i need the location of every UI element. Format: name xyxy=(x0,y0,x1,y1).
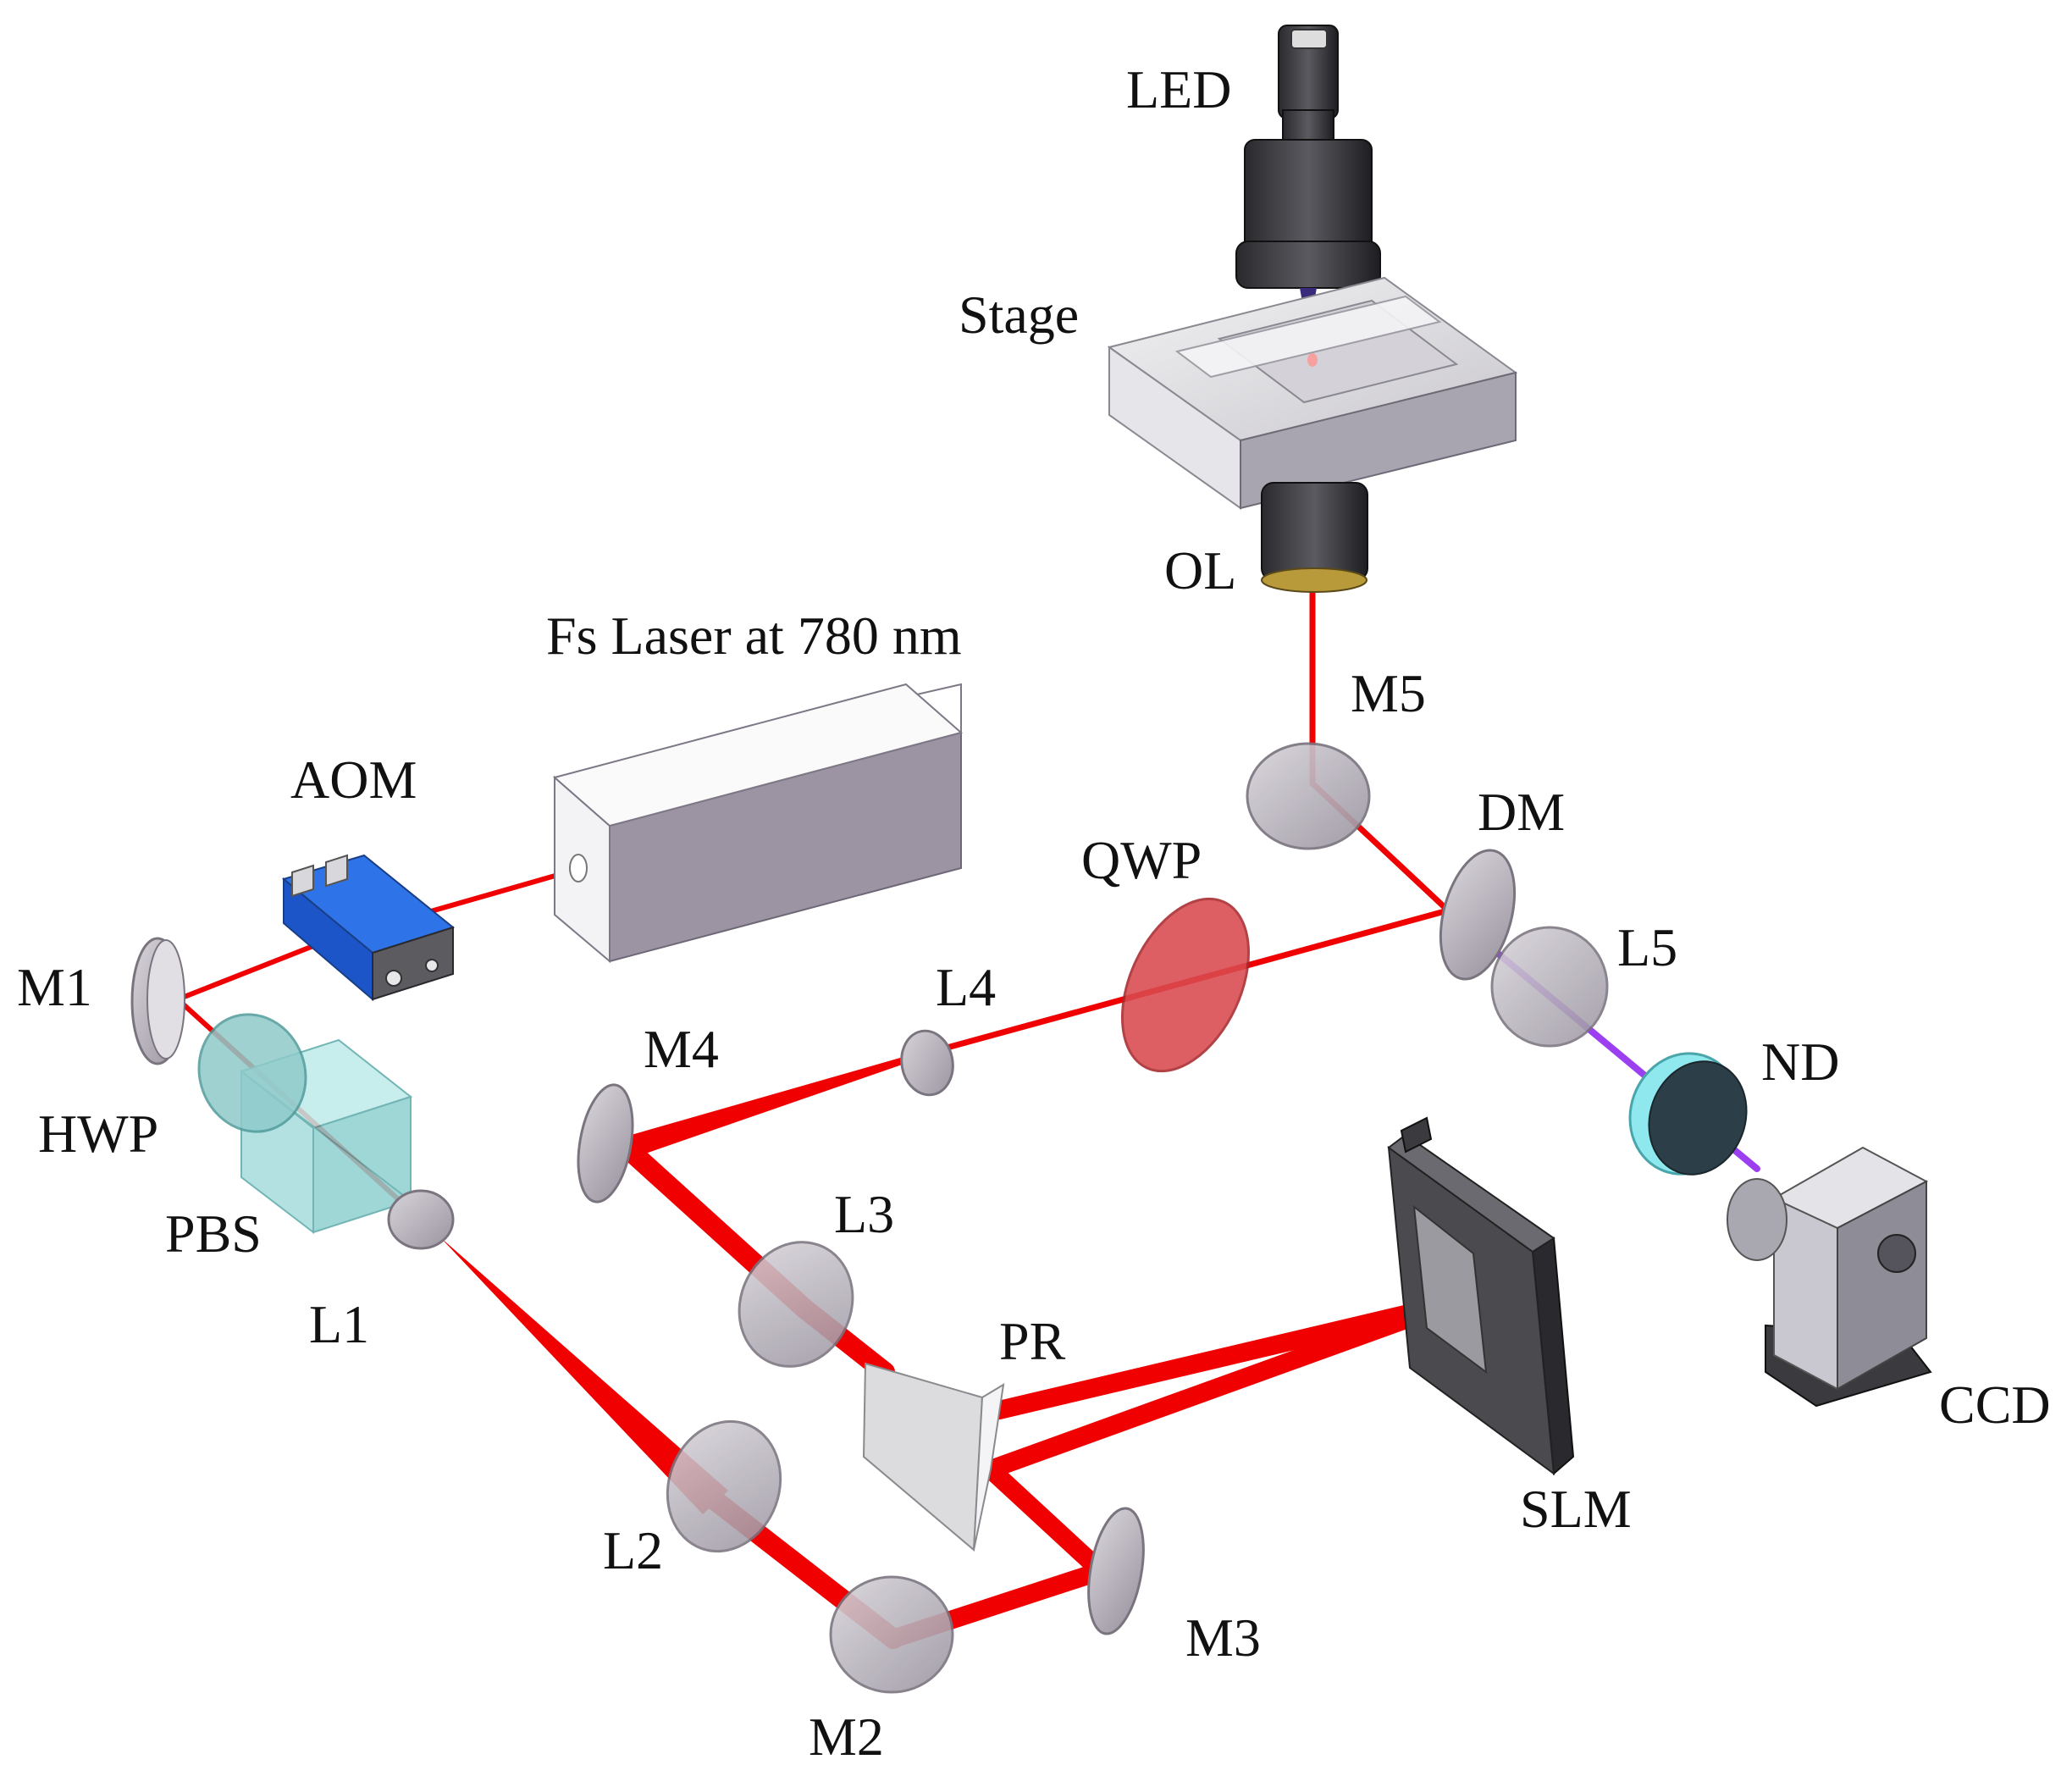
beam-aom-to-m1 xyxy=(175,940,324,1002)
ol-gold-ring xyxy=(1261,567,1368,593)
label-stage: Stage xyxy=(959,285,1079,345)
beam-m4-to-l4 xyxy=(616,1049,931,1159)
hwp xyxy=(197,1013,307,1133)
sample-slide xyxy=(1174,295,1442,379)
label-m4: M4 xyxy=(644,1019,719,1079)
label-slm: SLM xyxy=(1520,1479,1632,1539)
mirror-m3 xyxy=(1087,1507,1145,1635)
beam-m3-to-pr xyxy=(981,1460,1110,1580)
label-m2: M2 xyxy=(809,1707,884,1767)
slm-frame-top xyxy=(1387,1133,1555,1253)
aom-bracket-2 xyxy=(325,854,348,888)
label-l1: L1 xyxy=(309,1294,369,1354)
prism-front xyxy=(862,1362,984,1552)
beam-l1-to-l2 xyxy=(423,1220,728,1514)
label-l4: L4 xyxy=(936,957,996,1017)
ccd-side xyxy=(1837,1180,1927,1391)
label-l5: L5 xyxy=(1617,917,1677,977)
label-dm: DM xyxy=(1478,782,1565,842)
aom xyxy=(281,854,456,1002)
label-laser: Fs Laser at 780 nm xyxy=(546,606,962,666)
prism-side xyxy=(973,1383,1005,1551)
lens-l4 xyxy=(900,1029,954,1097)
label-hwp: HWP xyxy=(38,1104,158,1164)
label-pbs: PBS xyxy=(165,1203,262,1264)
dichroic-mirror-dm xyxy=(1439,849,1517,981)
lens-l3 xyxy=(738,1241,854,1368)
stage-side xyxy=(1240,371,1517,510)
fs-laser xyxy=(552,683,964,964)
lens-l1 xyxy=(387,1189,455,1250)
label-ccd: CCD xyxy=(1939,1375,2051,1435)
qwp xyxy=(1120,897,1251,1073)
label-led: LED xyxy=(1126,59,1231,119)
mirror-m5 xyxy=(1246,742,1371,850)
laser-aperture xyxy=(569,854,588,882)
ccd-lens-mount xyxy=(1727,1178,1787,1261)
ol-body xyxy=(1261,482,1368,581)
led-neck xyxy=(1282,109,1334,145)
sample-stage xyxy=(1107,276,1518,510)
mirror-m4 xyxy=(577,1083,634,1203)
label-l2: L2 xyxy=(603,1520,663,1580)
hwp-disk xyxy=(197,1013,307,1133)
slm-screen xyxy=(1412,1204,1488,1375)
ccd-camera xyxy=(1727,1146,1932,1408)
aom-screw-2 xyxy=(425,959,439,972)
led-module xyxy=(1235,25,1381,335)
beam-slm-to-pr-upper xyxy=(990,1295,1457,1419)
prism-pr xyxy=(862,1362,1005,1552)
label-aom: AOM xyxy=(290,750,417,810)
slm-tab xyxy=(1400,1116,1433,1154)
slm xyxy=(1387,1116,1575,1476)
mirror-m1 xyxy=(130,937,185,1065)
led-label-plate xyxy=(1290,29,1328,49)
objective-lens xyxy=(1261,482,1368,593)
aom-bracket-1 xyxy=(291,864,314,898)
label-qwp: QWP xyxy=(1081,830,1202,890)
label-l3: L3 xyxy=(834,1184,894,1244)
ccd-connector xyxy=(1877,1234,1916,1273)
laser-top xyxy=(552,683,964,827)
mirror-m2 xyxy=(829,1575,954,1694)
label-m1: M1 xyxy=(17,957,92,1017)
focus-spot xyxy=(1307,353,1318,367)
aom-screw-1 xyxy=(385,970,402,987)
nd-filter xyxy=(1628,1052,1748,1176)
label-m3: M3 xyxy=(1185,1607,1261,1668)
lens-l2 xyxy=(666,1419,782,1553)
label-pr: PR xyxy=(999,1311,1066,1371)
label-nd: ND xyxy=(1761,1032,1839,1092)
component-labels: LED Stage OL Fs Laser at 780 nm M5 AOM D… xyxy=(17,59,2051,1767)
led-collar xyxy=(1235,241,1381,289)
label-ol: OL xyxy=(1164,540,1236,600)
lens-l5 xyxy=(1490,926,1609,1048)
label-m5: M5 xyxy=(1351,663,1426,723)
